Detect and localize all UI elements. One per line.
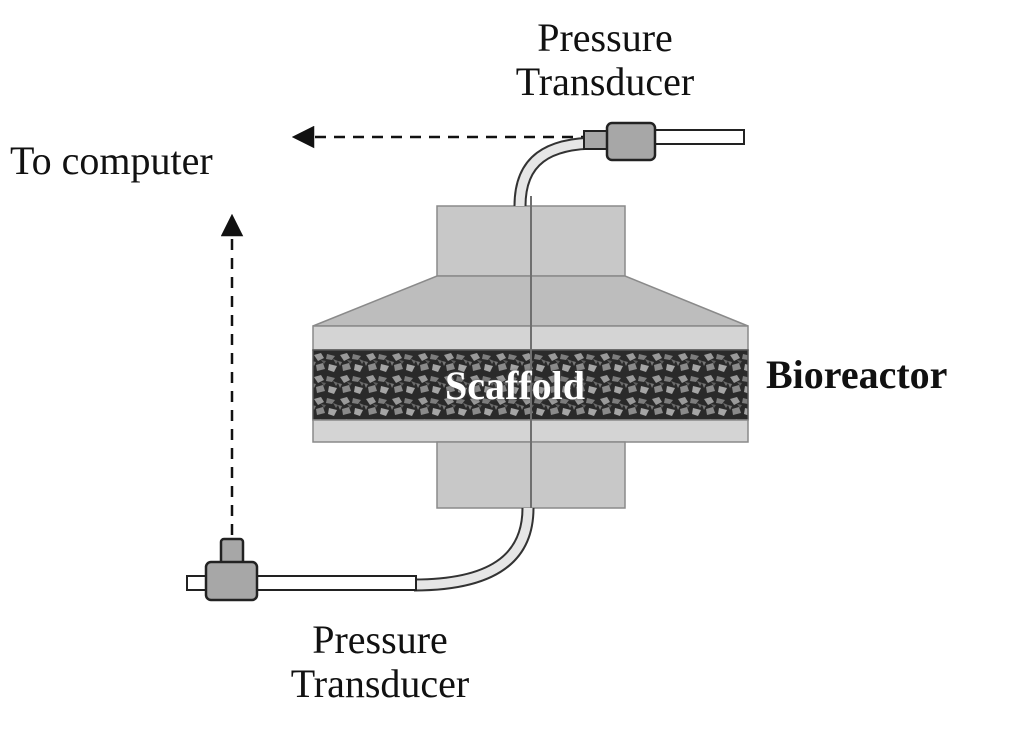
bottom-transducer-label-line1: Pressure [312, 617, 448, 662]
bottom-pressure-transducer [204, 560, 259, 602]
top-transducer-label-line1: Pressure [537, 15, 673, 60]
top-transducer-label: Pressure Transducer [475, 18, 735, 102]
bottom-inlet-pipe [251, 575, 417, 591]
top-tube-core [515, 138, 599, 207]
top-transducer-label-line2: Transducer [515, 59, 695, 104]
top-pressure-transducer [605, 121, 657, 162]
bottom-tube [413, 507, 535, 592]
to-computer-label: To computer [10, 138, 213, 183]
bottom-transducer-label-line2: Transducer [290, 661, 470, 706]
bottom-transducer-label: Pressure Transducer [250, 620, 510, 704]
bioreactor-label: Bioreactor [766, 352, 948, 397]
scaffold-label: Scaffold [445, 363, 585, 408]
bottom-tube-core [413, 507, 533, 590]
top-outlet-pipe [647, 129, 745, 145]
